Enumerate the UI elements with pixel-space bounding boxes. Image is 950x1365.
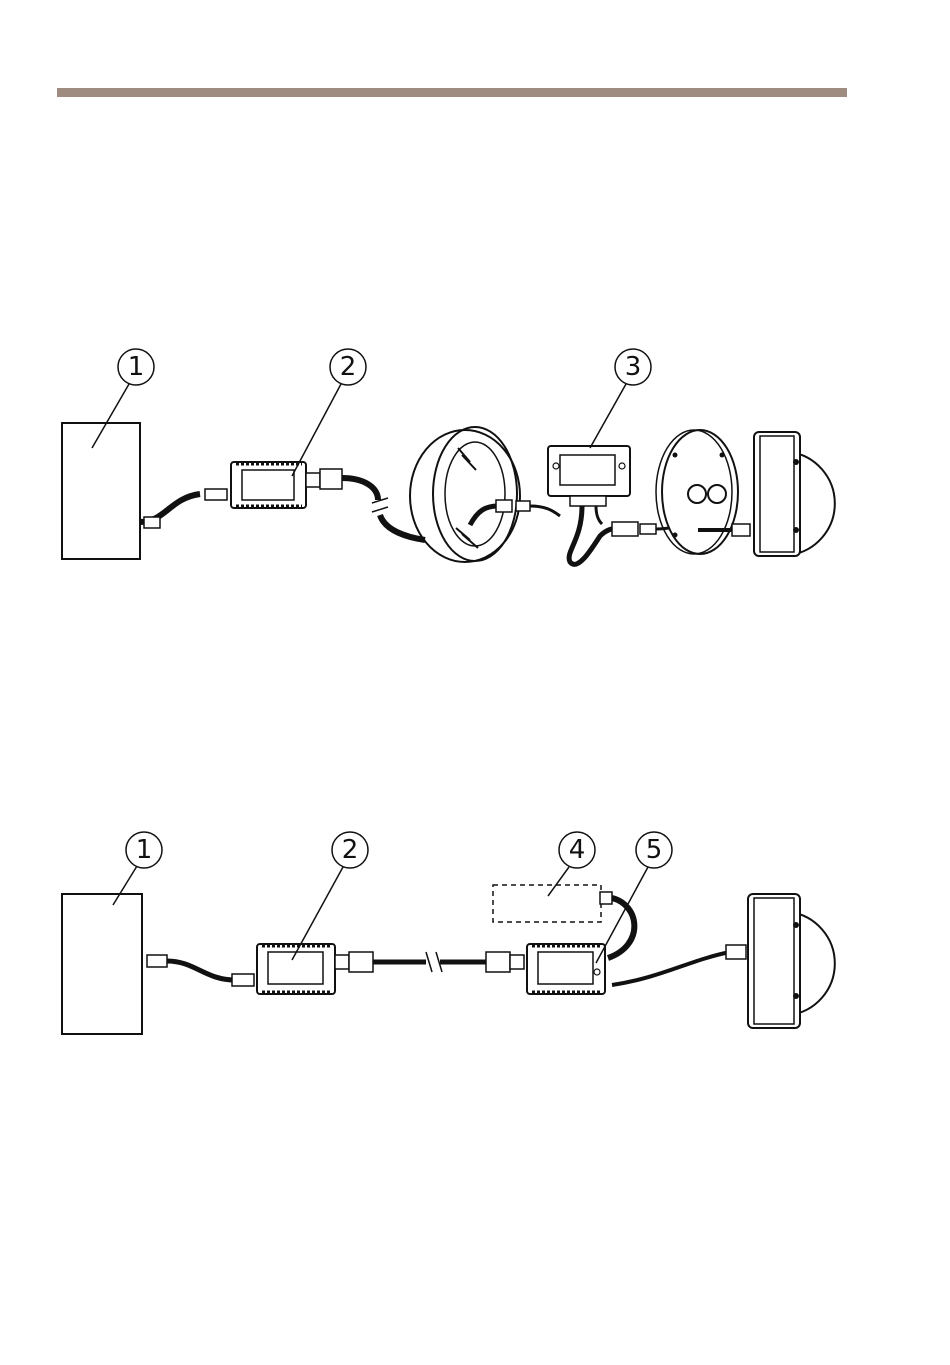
callout-2: 2 [340,352,357,382]
network-switch-box [62,423,140,559]
cable [530,506,560,516]
dome-camera-icon [748,894,835,1028]
cable [608,898,634,958]
callout-3: 3 [625,352,642,382]
installation-diagram-1: 1 2 3 [0,330,950,610]
optional-device-dashed-box [493,885,601,922]
callout-5: 5 [646,835,663,865]
media-converter-icon [231,462,306,508]
cable [342,478,378,500]
callout-1: 1 [136,835,153,865]
junction-box-icon [410,427,520,562]
connector-box-icon [548,446,630,506]
cable [612,952,730,985]
mounting-plate-icon [656,430,738,554]
cable [596,506,602,524]
dome-camera-icon [754,432,835,556]
callout-1: 1 [128,352,145,382]
media-converter-icon [527,944,605,994]
installation-diagram-2: 1 2 4 5 [0,820,950,1060]
cable [380,515,425,540]
cable [167,961,235,980]
callout-4: 4 [569,835,586,865]
top-rule [57,88,847,97]
network-switch-box [62,894,142,1034]
callout-2: 2 [342,835,359,865]
